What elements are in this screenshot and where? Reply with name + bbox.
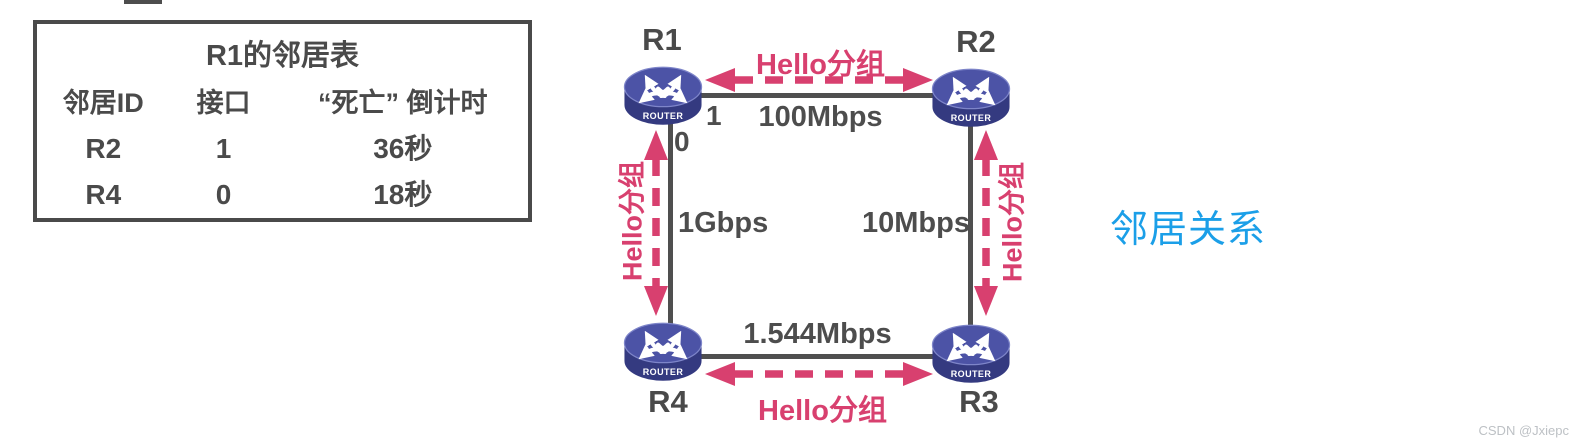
link-line-r1-r2 (698, 93, 938, 98)
row-r4-interface: 0 (215, 179, 232, 210)
hello-arrow-r4-r3 (705, 362, 933, 386)
interface-label-0: 0 (674, 126, 690, 157)
row-r4-neighbor-id: R4 (85, 179, 122, 210)
router-caption: ROUTER (951, 369, 992, 379)
router-icon-r3: ROUTER (931, 324, 1011, 383)
router-label-r4: R4 (648, 384, 688, 419)
router-icon-r2: ROUTER (931, 68, 1011, 127)
col-header-interface: 接口 (196, 88, 251, 118)
router-label-r1: R1 (642, 22, 682, 57)
row-r2-countdown: 36秒 (373, 133, 433, 164)
link-line-r1-r4 (668, 118, 673, 336)
hello-arrow-r1-r2 (705, 68, 933, 92)
neighbor-table: R1的邻居表 邻居ID 接口 “死亡” 倒计时 R2 1 36秒 R4 0 18… (33, 20, 532, 222)
hello-label-r1-r2: Hello分组 (756, 49, 885, 81)
hello-arrow-r2-r3 (974, 130, 998, 316)
row-r2-neighbor-id: R2 (85, 133, 122, 164)
hello-arrow-r1-r4 (644, 130, 668, 316)
router-label-r3: R3 (959, 384, 999, 419)
col-header-dead-countdown: “死亡” 倒计时 (318, 88, 488, 118)
link-line-r4-r3 (700, 354, 938, 359)
top-edge-artifact (124, 0, 162, 4)
speed-label-r1-r2: 100Mbps (758, 101, 883, 133)
hello-label-r2-r3: Hello分组 (997, 161, 1028, 283)
hello-label-r1-r4: Hello分组 (617, 160, 648, 282)
row-r4-countdown: 18秒 (373, 179, 433, 210)
neighbor-table-grid: 邻居ID 接口 “死亡” 倒计时 R2 1 36秒 R4 0 18秒 (37, 82, 528, 216)
speed-label-r1-r4: 1Gbps (678, 207, 769, 239)
link-line-r2-r3 (968, 120, 973, 338)
row-r2-interface: 1 (215, 133, 232, 164)
router-icon-r4: ROUTER (623, 322, 703, 381)
col-header-neighbor-id: 邻居ID (62, 88, 144, 118)
router-icon-r1: ROUTER (623, 66, 703, 125)
neighbor-table-title: R1的邻居表 (205, 40, 360, 72)
router-caption: ROUTER (643, 111, 684, 121)
speed-label-r2-r3: 10Mbps (862, 207, 970, 239)
router-caption: ROUTER (643, 367, 684, 377)
router-label-r2: R2 (956, 24, 996, 59)
hello-label-r4-r3: Hello分组 (758, 395, 887, 427)
interface-label-1: 1 (706, 100, 722, 131)
watermark: CSDN @Jxiepc (1478, 423, 1570, 438)
speed-label-r4-r3: 1.544Mbps (743, 318, 892, 350)
annotation-neighbor-relationship: 邻居关系 (1110, 209, 1267, 251)
router-caption: ROUTER (951, 113, 992, 123)
